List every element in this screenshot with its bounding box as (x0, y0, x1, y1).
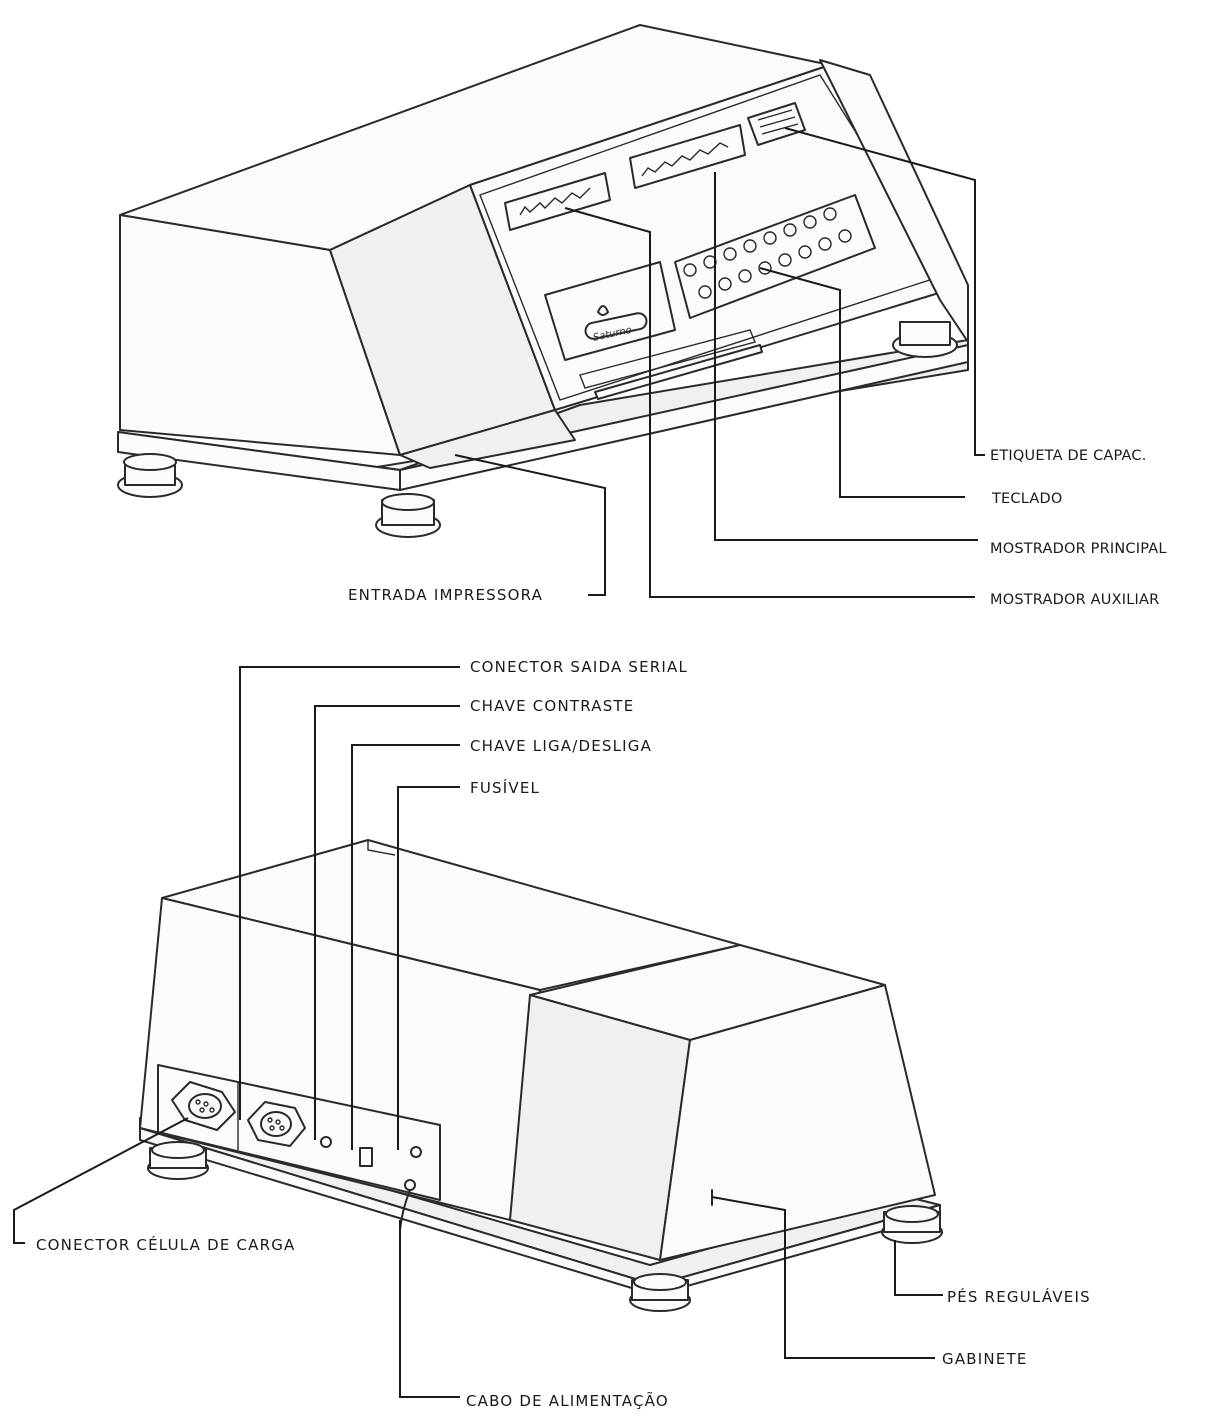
main-display (629, 124, 746, 189)
label-conector-celula-carga: CONECTOR CÉLULA DE CARGA (36, 1235, 296, 1254)
label-gabinete: GABINETE (942, 1350, 1028, 1368)
fuse-holder (410, 1146, 422, 1158)
label-etiqueta-capac: ETIQUETA DE CAPAC. (990, 448, 1147, 464)
front-right-foot (892, 321, 958, 358)
label-fusivel: FUSÍVEL (470, 778, 540, 797)
front-middle-foot (375, 493, 441, 538)
leader-lines (13, 127, 985, 1398)
power-switch (359, 1147, 373, 1167)
label-chave-contraste: CHAVE CONTRASTE (470, 697, 634, 715)
label-teclado: TECLADO (991, 491, 1062, 507)
label-mostrador-auxiliar: MOSTRADOR AUXILIAR (990, 592, 1159, 608)
contrast-switch (320, 1136, 332, 1148)
label-entrada-impressora: ENTRADA IMPRESSORA (348, 586, 543, 604)
callout-labels: ETIQUETA DE CAPAC. TECLADO MOSTRADOR PRI… (36, 325, 1167, 1410)
label-pes-regulaveis: PÉS REGULÁVEIS (947, 1287, 1091, 1306)
capacity-label (747, 102, 806, 146)
label-conector-saida-serial: CONECTOR SAIDA SERIAL (470, 658, 688, 676)
label-mostrador-principal: MOSTRADOR PRINCIPAL (990, 541, 1167, 557)
front-view-device (117, 24, 969, 538)
front-left-foot (117, 453, 183, 498)
label-cabo-alimentacao: CABO DE ALIMENTAÇÃO (466, 1391, 669, 1410)
rear-right-foot (881, 1205, 943, 1244)
label-chave-liga-desliga: CHAVE LIGA/DESLIGA (470, 737, 652, 755)
rear-left-foot (147, 1141, 209, 1180)
rear-middle-foot (629, 1273, 691, 1312)
keypad (674, 194, 876, 319)
brand-logo (544, 261, 676, 361)
serial-output-connector (247, 1101, 306, 1147)
auxiliary-display (504, 172, 611, 231)
